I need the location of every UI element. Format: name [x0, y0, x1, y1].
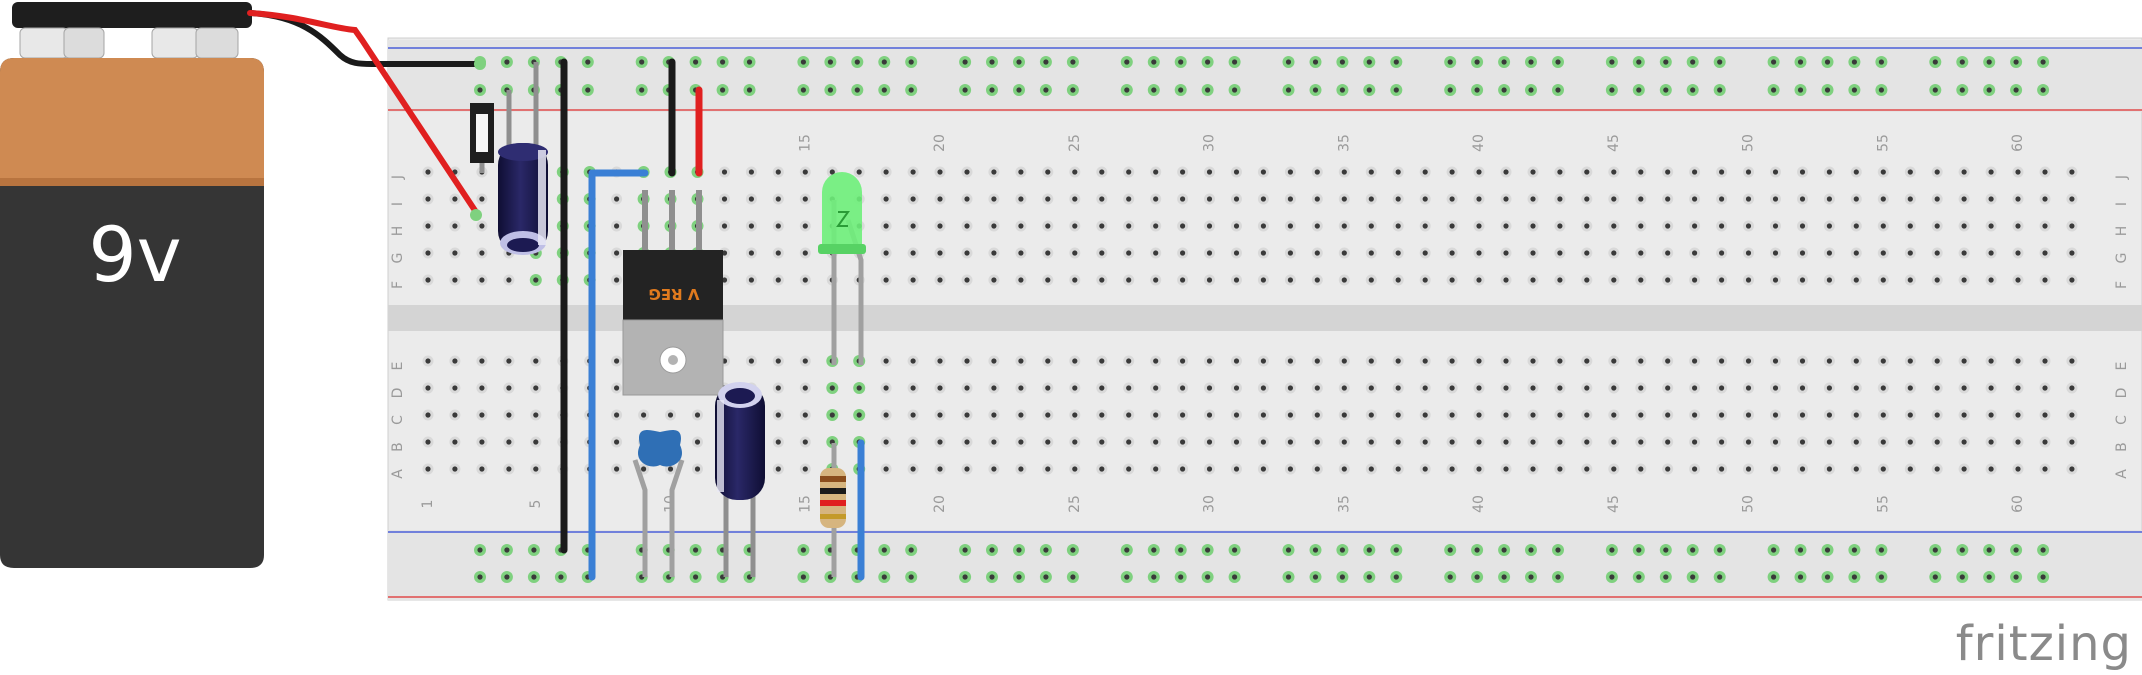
battery-leads [247, 10, 486, 221]
breadboard-label: I [2114, 202, 2130, 206]
fritzing-watermark: fritzing [1955, 616, 2132, 672]
regulator-label: V REG [648, 285, 700, 303]
breadboard-label: 35 [1336, 495, 1352, 513]
breadboard-label: 25 [1067, 134, 1083, 152]
voltage-regulator [622, 190, 724, 396]
breadboard-label: B [2114, 442, 2130, 452]
resistor [820, 443, 846, 577]
breadboard-label: 1 [420, 500, 436, 509]
breadboard-label: 60 [2010, 134, 2026, 152]
breadboard-label: 15 [797, 134, 813, 152]
breadboard-label: 5 [528, 500, 544, 509]
breadboard-label: 50 [1741, 495, 1757, 513]
breadboard-label: 55 [1875, 495, 1891, 513]
breadboard-label: 30 [1202, 134, 1218, 152]
breadboard-label: I [390, 202, 406, 206]
electrolytic-capacitor-bottom [715, 382, 765, 577]
breadboard-label: E [2114, 362, 2130, 371]
breadboard-label: J [2114, 175, 2130, 180]
battery-9v [0, 2, 264, 568]
breadboard-label: J [390, 175, 406, 180]
red-battery-lead [247, 10, 479, 215]
ceramic-capacitor [632, 429, 685, 577]
breadboard-label: G [390, 253, 406, 264]
breadboard-label: 40 [1471, 134, 1487, 152]
breadboard-label: 45 [1606, 134, 1622, 152]
led [818, 172, 866, 365]
breadboard-label: 15 [797, 495, 813, 513]
breadboard-label: 45 [1606, 495, 1622, 513]
breadboard-label: 50 [1741, 134, 1757, 152]
wires [560, 58, 865, 581]
breadboard-label: D [2114, 388, 2130, 399]
breadboard-label: 25 [1067, 495, 1083, 513]
breadboard-label: C [390, 415, 406, 425]
slide-switch [470, 62, 539, 173]
breadboard-label: F [2114, 281, 2130, 289]
breadboard-label: H [390, 226, 406, 237]
breadboard-label: 55 [1875, 134, 1891, 152]
breadboard-label: C [2114, 415, 2130, 425]
breadboard-label: E [390, 362, 406, 371]
breadboard-label: 20 [932, 134, 948, 152]
breadboard-label: H [2114, 226, 2130, 237]
breadboard-label: 20 [932, 495, 948, 513]
battery-label: 9v [88, 210, 182, 299]
breadboard-label: 60 [2010, 495, 2026, 513]
breadboard-label: G [2114, 253, 2130, 264]
power-rail-bottom [388, 530, 2142, 600]
breadboard-label: 35 [1336, 134, 1352, 152]
breadboard-label: 40 [1471, 495, 1487, 513]
breadboard-label: B [390, 442, 406, 452]
breadboard-label: F [390, 281, 406, 289]
blue-jumper-wire-left [588, 169, 649, 581]
breadboard-label: A [2114, 469, 2130, 479]
power-rail-top [388, 40, 2142, 112]
breadboard-label: A [390, 469, 406, 479]
breadboard-label: 30 [1202, 495, 1218, 513]
electrolytic-capacitor-top [498, 143, 548, 255]
battery-snap [12, 2, 252, 28]
breadboard-label: D [390, 388, 406, 399]
